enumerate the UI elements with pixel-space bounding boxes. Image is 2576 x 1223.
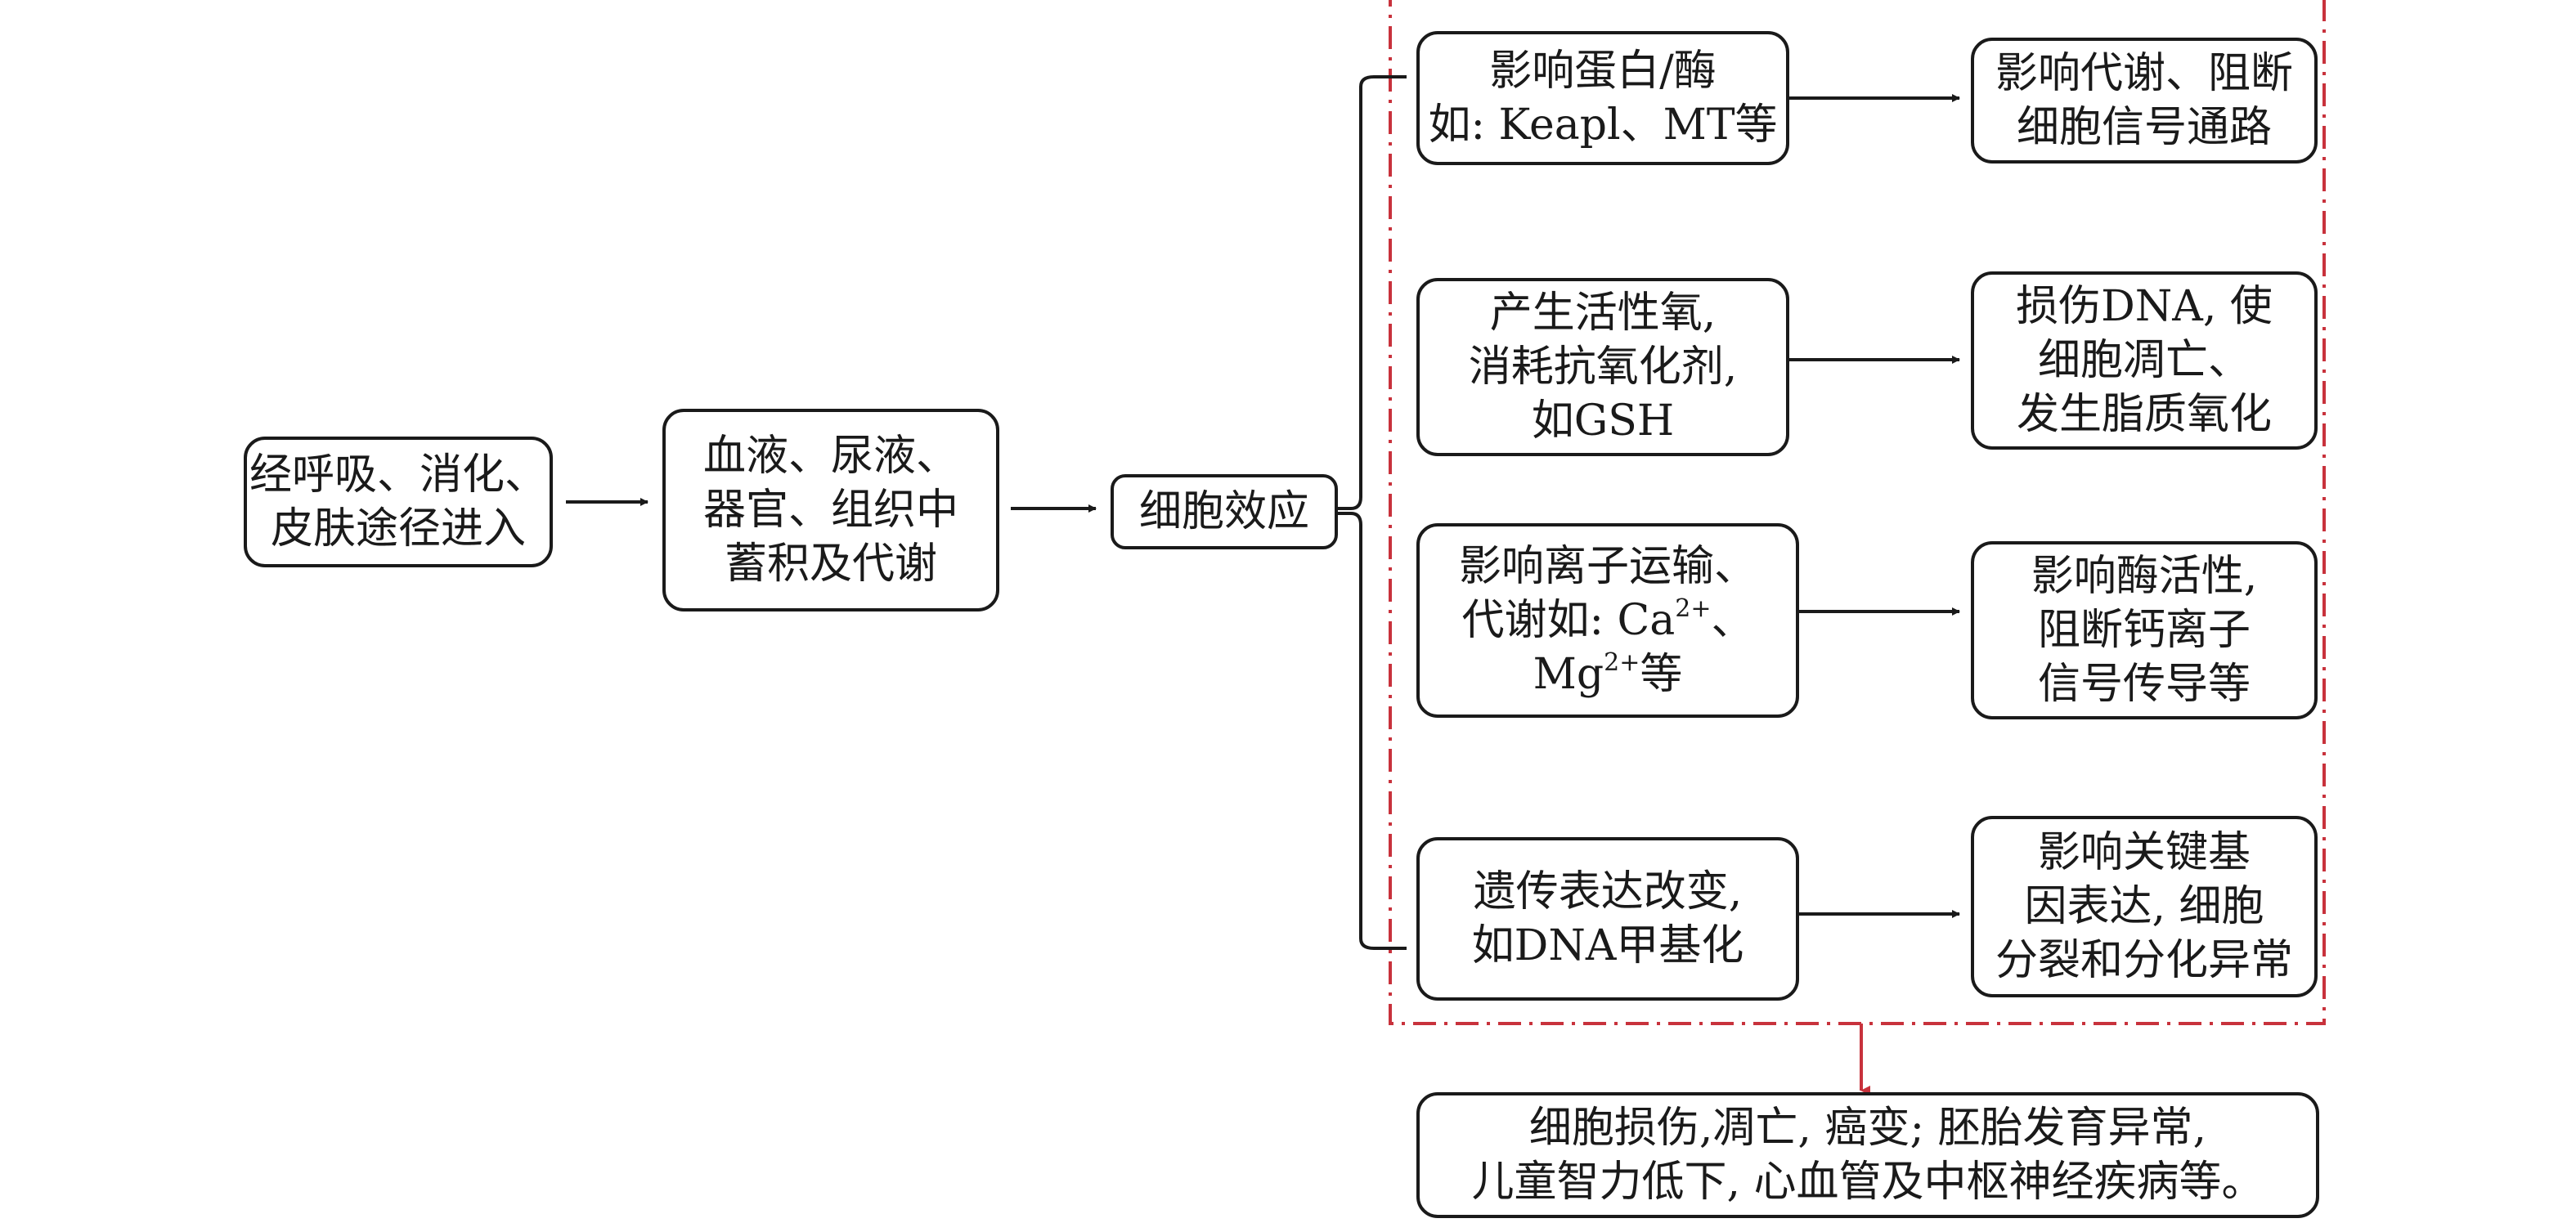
- superscript-charge: 2+: [1604, 647, 1640, 677]
- node-effect-cell-division: 影响关键基 因表达, 细胞 分裂和分化异常: [1971, 816, 2318, 997]
- bracket-lower: [1335, 512, 1407, 950]
- node-text: 信号传导等: [2037, 660, 2251, 709]
- node-text: 消耗抗氧化剂,: [1468, 343, 1738, 392]
- text-ca: 代谢如: Ca: [1461, 596, 1676, 645]
- node-text: 如: Keapl、MT等: [1428, 101, 1778, 150]
- node-text: 血液、尿液、: [702, 432, 958, 481]
- node-text: 产生活性氧,: [1489, 289, 1717, 338]
- node-text: 影响蛋白/酶: [1489, 47, 1717, 96]
- node-text: 细胞凋亡、: [2037, 336, 2251, 385]
- node-text: 影响代谢、阻断: [1995, 49, 2293, 98]
- node-text: 如DNA甲基化: [1471, 921, 1744, 970]
- node-text: 分裂和分化异常: [1995, 936, 2293, 985]
- bracket-upper: [1335, 75, 1407, 510]
- node-outcome: 细胞损伤,凋亡, 癌变; 胚胎发育异常, 儿童智力低下, 心血管及中枢神经疾病等…: [1416, 1092, 2319, 1218]
- text-etc: 等: [1640, 650, 1683, 699]
- mechanism-group-border: [1389, 0, 2326, 1025]
- node-text: 器官、组织中: [702, 486, 958, 535]
- node-cause-ion-transport: 影响离子运输、 代谢如: Ca2+、 Mg2+等: [1416, 523, 1799, 718]
- node-text: 细胞信号通路: [2016, 103, 2272, 152]
- node-exposure: 经呼吸、消化、 皮肤途径进入: [244, 437, 553, 567]
- text-mg: Mg: [1533, 650, 1604, 699]
- node-text: 因表达, 细胞: [2024, 882, 2264, 931]
- node-text: 皮肤途径进入: [270, 504, 526, 553]
- node-text: 影响离子运输、: [1458, 542, 1757, 591]
- node-cause-protein-enzyme: 影响蛋白/酶 如: Keapl、MT等: [1416, 31, 1789, 165]
- text-sep: 、: [1711, 596, 1754, 645]
- node-cause-ros: 产生活性氧, 消耗抗氧化剂, 如GSH: [1416, 278, 1789, 456]
- node-cell-effect: 细胞效应: [1111, 474, 1338, 549]
- node-text: 细胞损伤,凋亡, 癌变; 胚胎发育异常,: [1528, 1104, 2207, 1153]
- node-text: 如GSH: [1531, 396, 1675, 446]
- node-text: 蓄积及代谢: [724, 540, 937, 589]
- node-text: 经呼吸、消化、: [249, 450, 547, 500]
- node-text: 遗传表达改变,: [1473, 867, 1743, 916]
- node-text: 代谢如: Ca2+、: [1461, 594, 1753, 647]
- node-text: 影响关键基: [2037, 828, 2251, 877]
- superscript-charge: 2+: [1675, 594, 1712, 623]
- node-text: 发生脂质氧化: [2016, 390, 2272, 439]
- node-text: Mg2+等: [1533, 647, 1683, 701]
- node-effect-dna-damage: 损伤DNA, 使 细胞凋亡、 发生脂质氧化: [1971, 271, 2318, 450]
- node-text: 损伤DNA, 使: [2016, 282, 2273, 331]
- node-effect-enzyme-calcium: 影响酶活性, 阻断钙离子 信号传导等: [1971, 541, 2318, 719]
- node-text: 阻断钙离子: [2037, 606, 2251, 655]
- node-cause-gene-expression: 遗传表达改变, 如DNA甲基化: [1416, 837, 1799, 1001]
- node-effect-metabolism-signaling: 影响代谢、阻断 细胞信号通路: [1971, 38, 2318, 164]
- node-accumulation: 血液、尿液、 器官、组织中 蓄积及代谢: [662, 409, 999, 612]
- node-text: 影响酶活性,: [2031, 552, 2258, 601]
- node-text: 细胞效应: [1138, 487, 1309, 536]
- node-text: 儿童智力低下, 心血管及中枢神经疾病等。: [1471, 1158, 2264, 1207]
